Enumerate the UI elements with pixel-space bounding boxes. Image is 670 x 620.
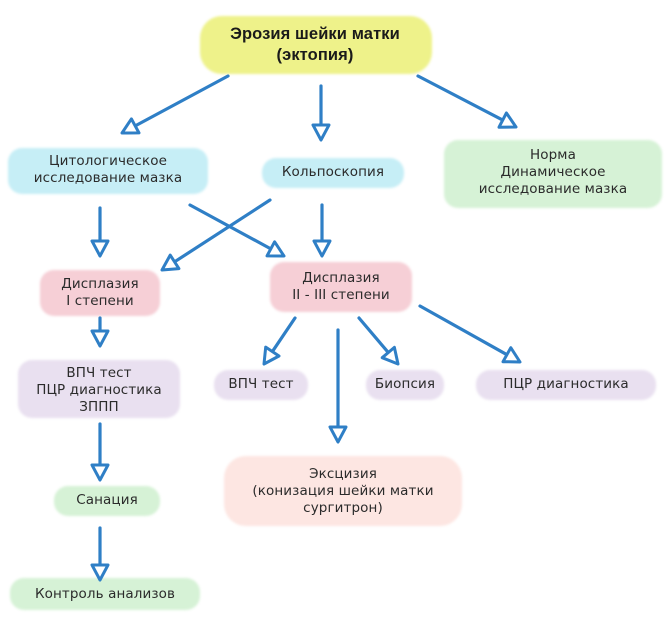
arrow-shaft-10	[418, 304, 509, 357]
node-hpv-test: ВПЧ тест	[210, 376, 312, 393]
node-line: Санация	[76, 492, 138, 508]
node-line: Дисплазия	[61, 276, 139, 292]
arrow-head-7	[90, 329, 110, 348]
arrow-shaft-8	[270, 316, 297, 354]
node-pcr: ПЦР диагностика	[474, 376, 658, 393]
node-line: ПЦР диагностика	[503, 376, 629, 392]
node-line: II - III степени	[292, 287, 390, 303]
arrow-head-1	[311, 123, 331, 142]
arrow-head-5	[265, 240, 286, 258]
node-sanation: Санация	[52, 492, 162, 509]
root-highlight	[200, 16, 432, 74]
tests-left-highlight	[18, 360, 180, 418]
node-line: исследование мазка	[33, 170, 183, 186]
node-line: исследование мазка	[478, 181, 628, 197]
biopsy-highlight	[366, 370, 444, 400]
arrow-shaft-0	[133, 74, 230, 128]
node-line: Эрозия шейки матки	[230, 25, 400, 43]
cytology-highlight	[8, 148, 208, 194]
node-line: (эктопия)	[276, 46, 354, 64]
norm-highlight	[444, 140, 662, 208]
sanation-highlight	[54, 486, 160, 516]
node-line: I степени	[66, 293, 134, 309]
node-line: Цитологическое	[49, 153, 167, 169]
arrow-shaft-9	[357, 316, 390, 355]
node-line: сургитрон)	[303, 500, 383, 516]
dysplasia1-highlight	[40, 270, 160, 316]
node-line: Дисплазия	[302, 270, 380, 286]
dysplasia23-highlight	[270, 262, 412, 312]
node-line: (конизация шейки матки	[252, 483, 434, 499]
control-highlight	[10, 578, 200, 610]
arrow-head-2	[497, 111, 518, 129]
node-line: ВПЧ тест	[228, 376, 294, 392]
node-root: Эрозия шейки матки (эктопия)	[195, 24, 435, 66]
node-line: ЗППП	[79, 399, 119, 415]
node-line: Контроль анализов	[34, 586, 176, 602]
node-line: Биопсия	[374, 376, 436, 392]
node-line: Эксцизия	[309, 466, 377, 482]
arrow-head-10	[501, 346, 522, 364]
arrow-head-4	[312, 239, 332, 258]
arrow-head-3	[90, 239, 110, 258]
arrow-head-6	[160, 253, 181, 272]
hpv-test-highlight	[214, 370, 308, 400]
arrow-head-9	[380, 345, 400, 366]
node-line: Динамическое	[500, 164, 606, 180]
arrow-shaft-2	[416, 74, 505, 122]
excision-highlight	[224, 456, 462, 526]
node-biopsy: Биопсия	[362, 376, 448, 393]
arrow-head-13	[90, 563, 110, 582]
arrow-head-11	[328, 425, 348, 444]
node-line: Норма	[530, 147, 576, 163]
arrow-shaft-6	[172, 198, 272, 264]
arrow-head-0	[120, 117, 141, 135]
pcr-highlight	[476, 370, 656, 400]
node-line: Кольпоскопия	[281, 164, 385, 180]
arrow-head-12	[90, 463, 110, 482]
node-line: ПЦР диагностика	[36, 382, 162, 398]
node-line: ВПЧ тест	[66, 365, 132, 381]
arrow-head-8	[262, 345, 281, 366]
node-control: Контроль анализов	[8, 586, 202, 603]
colposcopy-highlight	[262, 158, 404, 188]
node-colposcopy: Кольпоскопия	[258, 164, 408, 181]
